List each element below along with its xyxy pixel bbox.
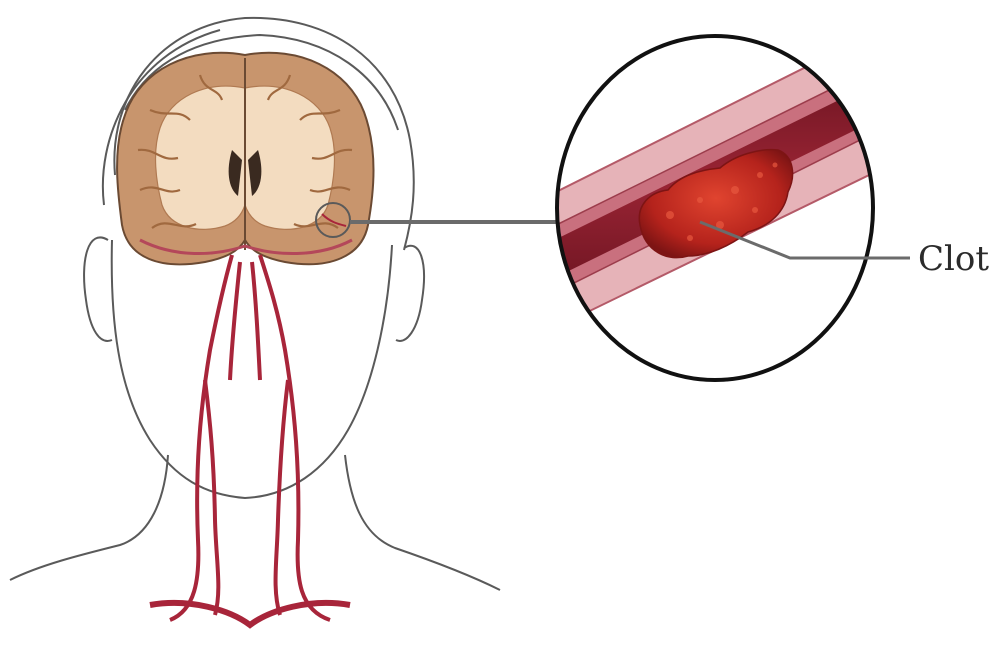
magnified-view [530, 20, 900, 380]
brain-section [117, 53, 373, 265]
clot-label: Clot [918, 239, 989, 279]
neck-arteries [150, 255, 350, 625]
